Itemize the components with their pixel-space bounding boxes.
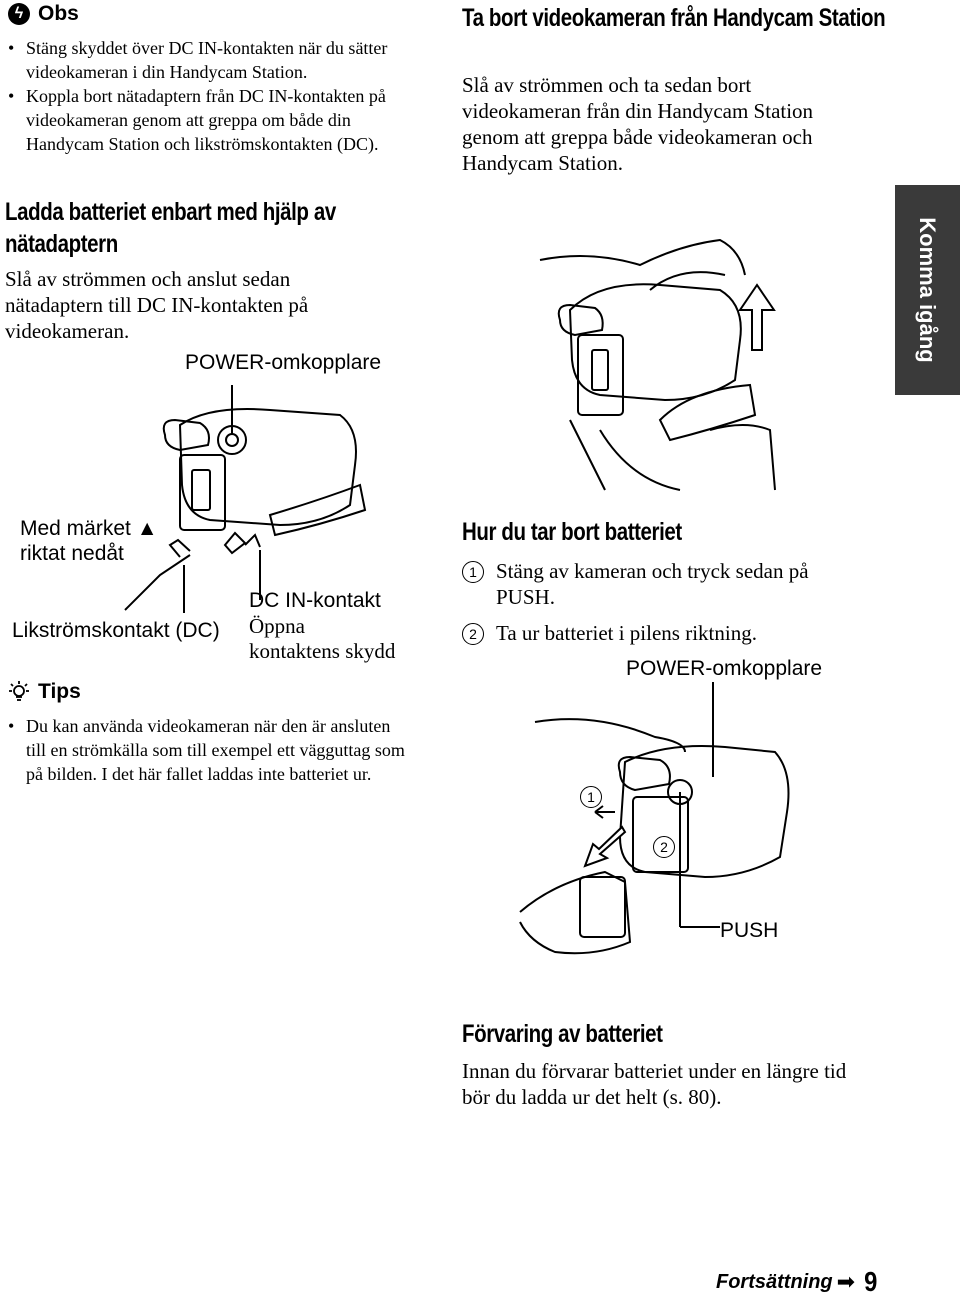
battery-step: 2 Ta ur batteriet i pilens riktning. [462,620,862,646]
push-arrow-icon [594,805,615,819]
continue-label: Fortsättning [716,1270,833,1293]
obs-header: ϟ Obs [8,2,79,26]
side-tab-label: Komma igång [915,217,941,363]
step-number-badge: 1 [462,561,484,583]
power-switch-label-2: POWER-omkopplare [626,657,823,680]
remove-station-heading: Ta bort videokameran från Handycam Stati… [462,4,886,32]
tips-item: Du kan använda videokameran när den är a… [8,714,408,786]
obs-title: Obs [38,2,79,25]
callout-1: 1 [580,786,602,808]
lightbulb-icon [9,681,29,701]
step-text: Ta ur batteriet i pilens riktning. [496,621,757,645]
mark-label-line2: riktat nedåt [20,542,124,565]
tips-list: Du kan använda videokameran när den är a… [8,714,408,786]
remove-station-text: Slå av strömmen och ta sedan bort videok… [462,73,814,175]
remove-from-station-illustration [539,238,776,491]
charge-adapter-text: Slå av strömmen och anslut sedan nätadap… [5,267,309,343]
footer: Fortsättning ➡ 9 [716,1266,879,1298]
pull-arrow-icon [583,825,627,868]
tips-title: Tips [38,680,81,703]
obs-item: Stäng skyddet över DC IN-kontakten när d… [8,36,408,84]
open-cover-line1: Öppna [249,614,305,638]
page-number: 9 [864,1266,878,1297]
mark-label-line1: Med märket ▲ [20,517,158,540]
side-tab: Komma igång [895,185,960,395]
dc-plug-label: Likströmskontakt (DC) [12,619,220,642]
push-label: PUSH [720,919,779,942]
obs-item: Koppla bort nätadaptern från DC IN-konta… [8,84,408,156]
power-switch-label: POWER-omkopplare [185,351,382,374]
callout-2: 2 [653,836,675,858]
step-number-badge: 2 [462,623,484,645]
open-cover-line2: kontaktens skydd [249,639,396,663]
step-text: Stäng av kameran och tryck sedan på PUSH… [496,559,809,609]
arrow-right-icon: ➡ [836,1269,856,1294]
up-arrow-icon [738,283,776,351]
dc-in-label: DC IN-kontakt [249,589,381,612]
charge-adapter-heading: Ladda batteriet enbart med hjälp av näta… [5,198,336,258]
tips-header: Tips [8,680,81,704]
camera-adapter-illustration [124,385,367,613]
storage-text: Innan du förvarar batteriet under en län… [462,1059,847,1109]
storage-heading: Förvaring av batteriet [462,1020,663,1048]
battery-removal-heading: Hur du tar bort batteriet [462,518,682,546]
battery-step: 1 Stäng av kameran och tryck sedan på PU… [462,558,862,610]
battery-removal-illustration [519,682,790,955]
obs-icon: ϟ [8,3,30,25]
obs-list: Stäng skyddet över DC IN-kontakten när d… [8,36,408,156]
